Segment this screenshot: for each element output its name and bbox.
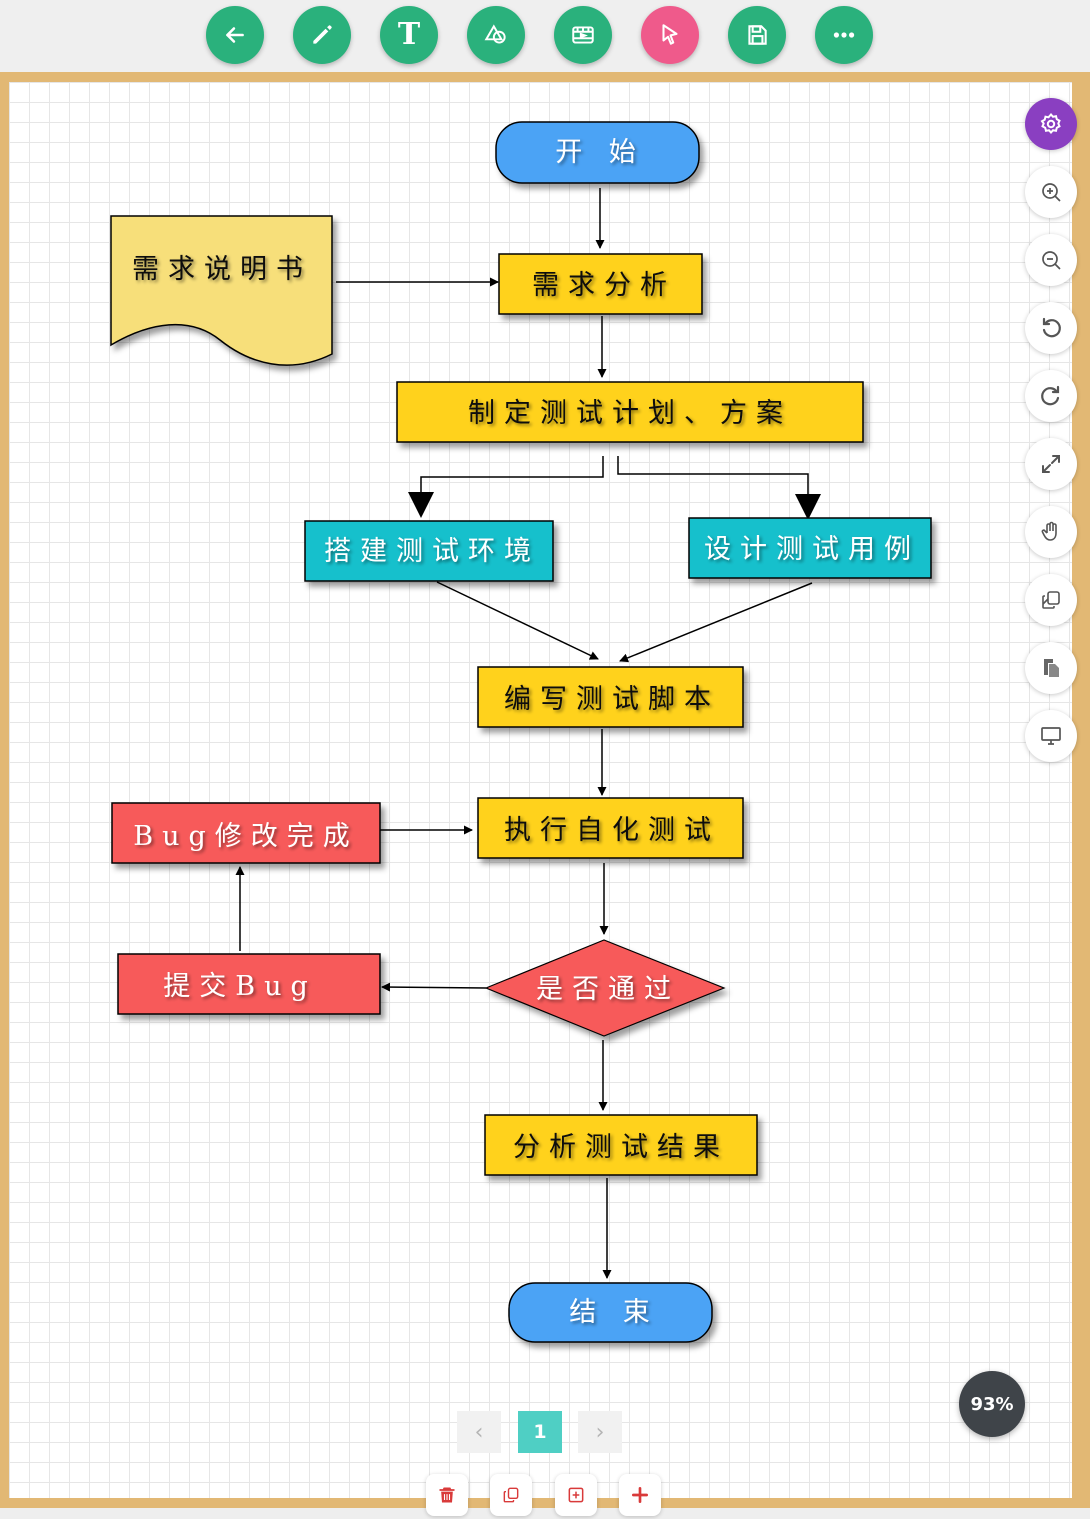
fullscreen-button[interactable] (1025, 438, 1077, 490)
delete-page-button[interactable] (426, 1474, 468, 1516)
add-page-icon (632, 1487, 648, 1503)
decision-label: 是否通过 (536, 974, 680, 1005)
whiteboard-canvas[interactable]: 开 始 需求说明书 需求分析 制定测试计划、方案 搭建测试环境 设计测试用例 (9, 82, 1072, 1498)
text-icon: T (397, 17, 421, 52)
requirements-document[interactable]: 需求说明书 (110, 215, 333, 366)
trash-icon (439, 1487, 455, 1503)
add-page-button[interactable] (619, 1474, 661, 1516)
back-button[interactable] (206, 6, 264, 64)
bug-fixed-box[interactable]: Bug修改完成 (111, 802, 381, 864)
top-toolbar: T (0, 0, 1090, 72)
build-env-box[interactable]: 搭建测试环境 (304, 520, 554, 582)
end-label: 结 束 (569, 1297, 659, 1328)
hand-icon (1041, 521, 1057, 541)
save-button[interactable] (728, 6, 786, 64)
settings-button[interactable] (1025, 98, 1077, 150)
submit-bug-label: 提交Bug (163, 971, 317, 1002)
add-frame-button[interactable] (555, 1474, 597, 1516)
fullscreen-icon (1042, 455, 1060, 473)
zoom-in-button[interactable] (1025, 166, 1077, 218)
connectors (235, 188, 821, 1279)
design-cases-box[interactable]: 设计测试用例 (688, 517, 932, 579)
more-button[interactable] (815, 6, 873, 64)
film-icon (572, 26, 594, 44)
pencil-icon (313, 25, 332, 44)
requirements-analysis-box[interactable]: 需求分析 (498, 253, 703, 315)
media-button[interactable] (554, 6, 612, 64)
duplicate-page-icon (503, 1487, 519, 1503)
zoom-out-icon (1042, 251, 1061, 270)
arrow-left-icon (226, 27, 244, 43)
bug-fixed-label: Bug修改完成 (133, 821, 359, 852)
analyze-results-label: 分析测试结果 (513, 1132, 729, 1163)
analyze-results-box[interactable]: 分析测试结果 (484, 1114, 758, 1176)
shape-tool-button[interactable] (467, 6, 525, 64)
select-tool-button[interactable] (641, 6, 699, 64)
end-terminal[interactable]: 结 束 (508, 1282, 713, 1343)
undo-button[interactable] (1025, 302, 1077, 354)
undo-icon (1042, 317, 1061, 338)
redo-button[interactable] (1025, 370, 1077, 422)
zoom-in-icon (1042, 183, 1061, 202)
execute-tests-label: 执行自化测试 (504, 815, 720, 846)
design-cases-label: 设计测试用例 (704, 534, 920, 565)
gear-icon (1040, 112, 1061, 135)
shapes-icon (484, 24, 506, 44)
paste-button[interactable] (1025, 642, 1077, 694)
add-frame-icon (568, 1487, 584, 1503)
test-plan-label: 制定测试计划、方案 (468, 398, 792, 429)
submit-bug-box[interactable]: 提交Bug (117, 953, 381, 1015)
start-terminal[interactable]: 开 始 (495, 121, 700, 184)
pan-tool-button[interactable] (1025, 506, 1077, 558)
duplicate-page-button[interactable] (490, 1474, 532, 1516)
presentation-icon (1041, 727, 1061, 745)
execute-tests-box[interactable]: 执行自化测试 (477, 797, 744, 859)
text-tool-button[interactable]: T (380, 6, 438, 64)
pass-decision-diamond[interactable]: 是否通过 (484, 939, 726, 1037)
prev-page-button[interactable]: ‹ (457, 1411, 501, 1453)
copy-icon (1042, 591, 1060, 609)
floppy-disk-icon (748, 25, 767, 45)
requirements-analysis-label: 需求分析 (532, 270, 676, 301)
zoom-out-button[interactable] (1025, 234, 1077, 286)
test-plan-box[interactable]: 制定测试计划、方案 (396, 381, 864, 443)
pen-tool-button[interactable] (293, 6, 351, 64)
requirements-doc-label: 需求说明书 (132, 254, 312, 285)
copy-button[interactable] (1025, 574, 1077, 626)
redo-icon (1041, 385, 1060, 406)
flowchart-diagram[interactable]: 开 始 需求说明书 需求分析 制定测试计划、方案 搭建测试环境 设计测试用例 (9, 82, 1072, 1498)
presentation-button[interactable] (1025, 710, 1077, 762)
write-scripts-label: 编写测试脚本 (504, 684, 720, 715)
ellipsis-icon (833, 32, 855, 38)
paste-icon (1044, 659, 1059, 677)
start-label: 开 始 (555, 137, 645, 168)
next-page-button[interactable]: › (578, 1411, 622, 1453)
cursor-icon (662, 24, 678, 45)
zoom-level-badge[interactable]: 93% (959, 1371, 1025, 1437)
build-env-label: 搭建测试环境 (324, 536, 540, 567)
write-scripts-box[interactable]: 编写测试脚本 (477, 666, 744, 728)
current-page-number[interactable]: 1 (518, 1411, 562, 1453)
